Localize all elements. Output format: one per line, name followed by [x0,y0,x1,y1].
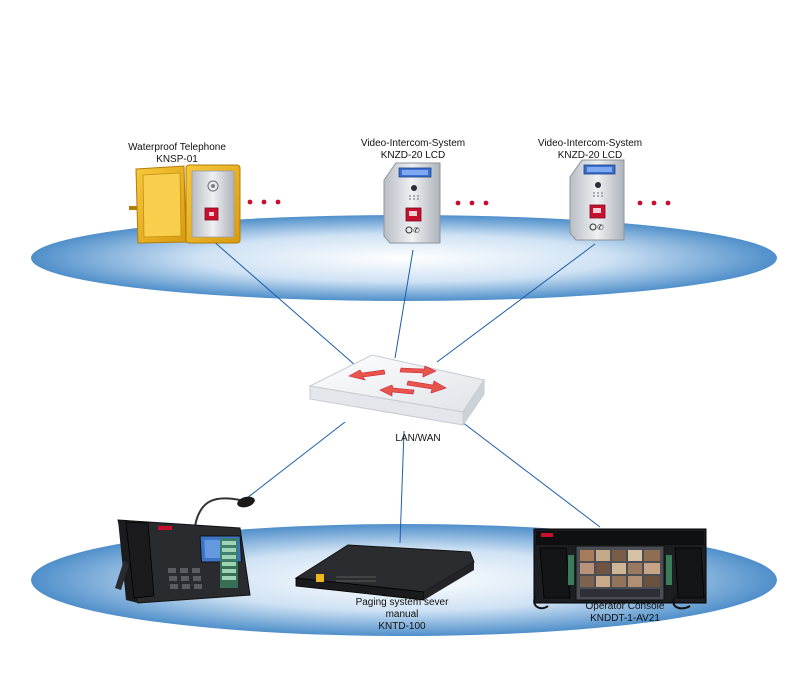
paging-server-name-2: manual [385,609,419,620]
intercom-1-name: Video-Intercom-System [360,138,466,149]
operator-console-model: KNDDT-1-AV21 [590,613,660,624]
operator-console-icon [533,528,707,610]
paging-server-model: KNTD-100 [378,621,426,632]
intercom-2-name: Video-Intercom-System [537,138,643,149]
waterproof-telephone-icon [129,164,241,244]
ellipsis-dots-1 [247,199,281,205]
video-intercom-2-icon: ✆ [569,159,625,241]
link-lines [211,239,601,544]
ip-desk-phone-icon [115,496,255,604]
link-intercom1-switch [394,249,414,359]
switch-label: LAN/WAN [395,433,441,444]
link-intercom2-switch [436,243,596,363]
link-switch-deskphone [237,421,346,506]
video-intercom-1-icon: ✆ [383,162,441,244]
ellipsis-dots-2 [455,200,489,206]
ellipsis-dots-3 [637,200,671,206]
svg-text:✆: ✆ [413,226,420,235]
network-switch-icon [308,354,485,427]
link-switch-server [399,430,405,544]
link-switch-console [461,421,601,528]
waterproof-phone-model: KNSP-01 [156,154,198,165]
paging-server-name: Paging system sever [355,597,449,608]
intercom-1-model: KNZD-20 LCD [380,150,446,161]
svg-text:✆: ✆ [597,223,604,232]
intercom-2-model: KNZD-20 LCD [557,150,623,161]
link-phone-switch [211,239,356,366]
operator-console-name: Operator Console [585,601,665,612]
waterproof-phone-name: Waterproof Telephone [128,142,226,153]
paging-server-icon [294,544,475,601]
